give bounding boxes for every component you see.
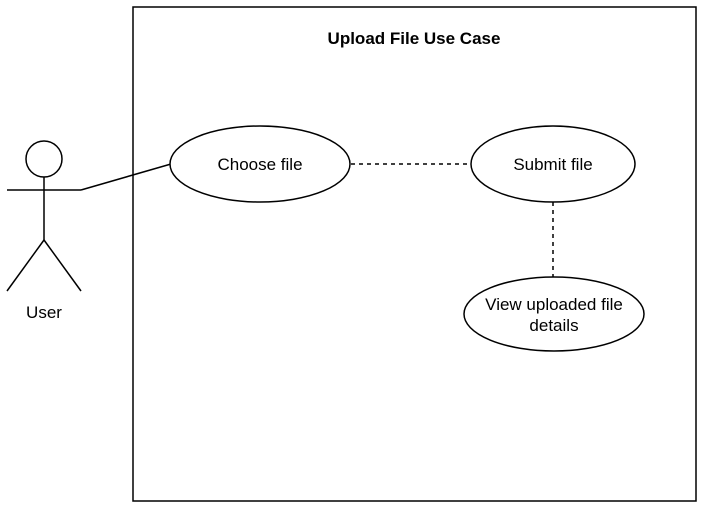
use-case-view-details-label-line2: details — [529, 316, 578, 335]
use-case-choose-file-label: Choose file — [217, 155, 302, 174]
use-case-choose-file-shape — [169, 125, 351, 203]
use-case-choose-file[interactable]: Choose file — [169, 125, 351, 203]
use-case-view-details-shape — [463, 276, 645, 352]
use-case-view-details[interactable]: View uploaded file details — [463, 276, 645, 352]
system-boundary — [132, 6, 697, 502]
use-case-submit-file-label: Submit file — [513, 155, 592, 174]
diagram-title: Upload File Use Case — [328, 29, 501, 48]
actor-user[interactable] — [6, 140, 82, 292]
actor-head — [25, 140, 63, 178]
actor-right-leg — [43, 239, 82, 292]
association-user-choose-file — [80, 163, 172, 191]
use-case-submit-file-shape — [470, 125, 636, 203]
use-case-view-details-label-line1: View uploaded file — [485, 295, 623, 314]
actor-label: User — [26, 303, 62, 322]
actor-left-leg — [6, 239, 45, 292]
use-case-submit-file[interactable]: Submit file — [470, 125, 636, 203]
